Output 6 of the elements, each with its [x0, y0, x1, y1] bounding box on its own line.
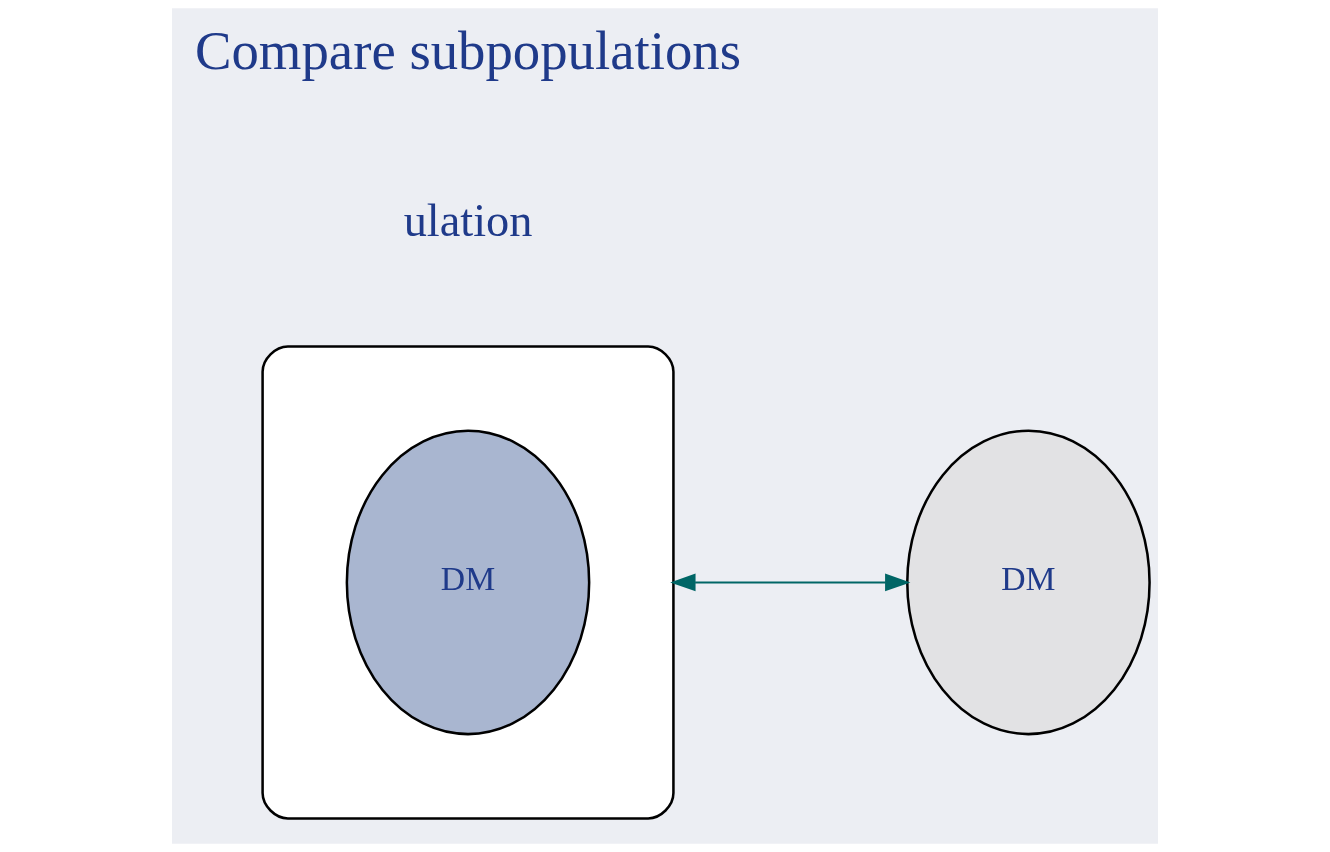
node-ellipse: DM — [906, 429, 1151, 736]
arrow — [670, 573, 911, 592]
label: Compare subpopulations — [194, 20, 742, 81]
cluster — [261, 345, 675, 820]
node-ellipse: DM — [345, 429, 591, 736]
label: ulation — [403, 195, 533, 247]
